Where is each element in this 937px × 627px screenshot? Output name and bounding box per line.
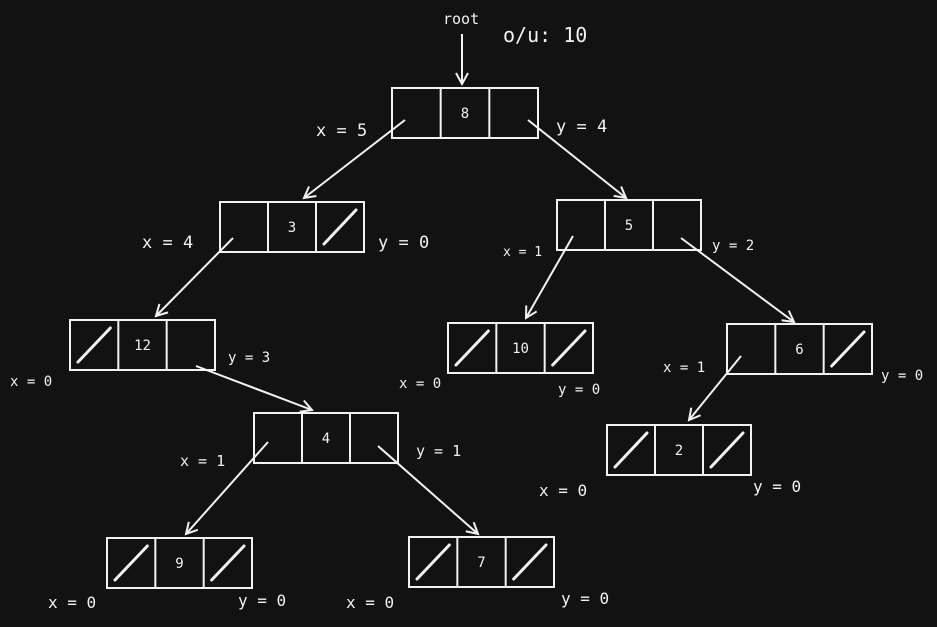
x-count-label: x = 4 bbox=[142, 233, 193, 253]
node-value: 6 bbox=[795, 342, 803, 358]
y-count-label: y = 0 bbox=[881, 368, 923, 384]
node-box bbox=[447, 322, 594, 374]
node-box bbox=[253, 412, 399, 464]
node-box bbox=[69, 319, 216, 371]
tree-node-6: 6 x = 1 y = 0 bbox=[663, 323, 923, 384]
x-count-label: x = 0 bbox=[10, 374, 52, 390]
y-count-label: y = 0 bbox=[753, 477, 801, 496]
right-null-slash bbox=[830, 330, 866, 368]
node-box bbox=[726, 323, 873, 375]
counter-label: o/u: 10 bbox=[503, 23, 587, 47]
x-count-label: x = 1 bbox=[180, 452, 225, 470]
right-null-slash bbox=[512, 543, 548, 581]
node-value: 12 bbox=[134, 338, 151, 354]
right-null-slash bbox=[709, 431, 745, 469]
y-count-label: y = 1 bbox=[416, 442, 461, 460]
tree-node-7: 7 x = 0 y = 0 bbox=[346, 536, 609, 612]
node-value: 7 bbox=[477, 555, 485, 571]
left-null-slash bbox=[113, 544, 149, 582]
node-box bbox=[556, 199, 702, 251]
edge-n5-to-n6 bbox=[680, 237, 794, 322]
left-null-slash bbox=[454, 329, 490, 367]
tree-node-9: 9 x = 0 y = 0 bbox=[48, 537, 286, 612]
x-count-label: x = 0 bbox=[346, 593, 394, 612]
y-count-label: y = 4 bbox=[556, 117, 607, 137]
edge-n8-to-n5 bbox=[527, 119, 626, 198]
x-count-label: x = 1 bbox=[663, 360, 705, 376]
tree-node-4: 4 x = 1 y = 1 bbox=[180, 412, 461, 470]
edge-n12-to-n4 bbox=[195, 365, 312, 410]
tree-node-10: 10 x = 0 y = 0 bbox=[399, 322, 600, 398]
node-box bbox=[391, 87, 539, 139]
y-count-label: y = 3 bbox=[228, 350, 270, 366]
tree-node-8: 8 x = 5 y = 4 bbox=[316, 87, 607, 141]
tree-node-3: 3 x = 4 y = 0 bbox=[142, 201, 429, 253]
left-null-slash bbox=[415, 543, 451, 581]
edge-n6-to-n2 bbox=[689, 355, 742, 420]
left-null-slash bbox=[613, 431, 649, 469]
tree-node-5: 5 x = 1 y = 2 bbox=[503, 199, 754, 260]
node-value: 4 bbox=[322, 431, 330, 447]
x-count-label: x = 0 bbox=[539, 481, 587, 500]
right-null-slash bbox=[551, 329, 587, 367]
root-label: root bbox=[443, 10, 479, 28]
node-value: 5 bbox=[625, 218, 633, 234]
node-box bbox=[219, 201, 365, 253]
y-count-label: y = 2 bbox=[712, 238, 754, 254]
x-count-label: x = 0 bbox=[48, 593, 96, 612]
edge-n4-to-n7 bbox=[377, 445, 478, 534]
left-null-slash bbox=[76, 326, 112, 364]
y-count-label: y = 0 bbox=[238, 591, 286, 610]
x-count-label: x = 0 bbox=[399, 376, 441, 392]
edges-layer bbox=[156, 119, 794, 534]
tree-node-12: 12 x = 0 y = 3 bbox=[10, 319, 270, 390]
right-null-slash bbox=[210, 544, 246, 582]
node-value: 2 bbox=[675, 443, 683, 459]
node-box bbox=[606, 424, 752, 476]
y-count-label: y = 0 bbox=[558, 382, 600, 398]
edge-n8-to-n3 bbox=[304, 119, 406, 198]
y-count-label: y = 0 bbox=[561, 589, 609, 608]
x-count-label: x = 5 bbox=[316, 121, 367, 141]
node-box bbox=[106, 537, 253, 589]
node-value: 10 bbox=[512, 341, 529, 357]
right-null-slash bbox=[322, 208, 358, 246]
node-value: 9 bbox=[175, 556, 183, 572]
tree-node-2: 2 x = 0 y = 0 bbox=[539, 424, 801, 500]
x-count-label: x = 1 bbox=[503, 245, 542, 260]
node-value: 8 bbox=[461, 106, 469, 122]
node-box bbox=[408, 536, 555, 588]
node-value: 3 bbox=[288, 220, 296, 236]
y-count-label: y = 0 bbox=[378, 233, 429, 253]
nodes-layer: 8 x = 5 y = 4 3 x = 4 y = 0 5 x = 1 y = 2 12 x = 0… bbox=[10, 87, 923, 612]
